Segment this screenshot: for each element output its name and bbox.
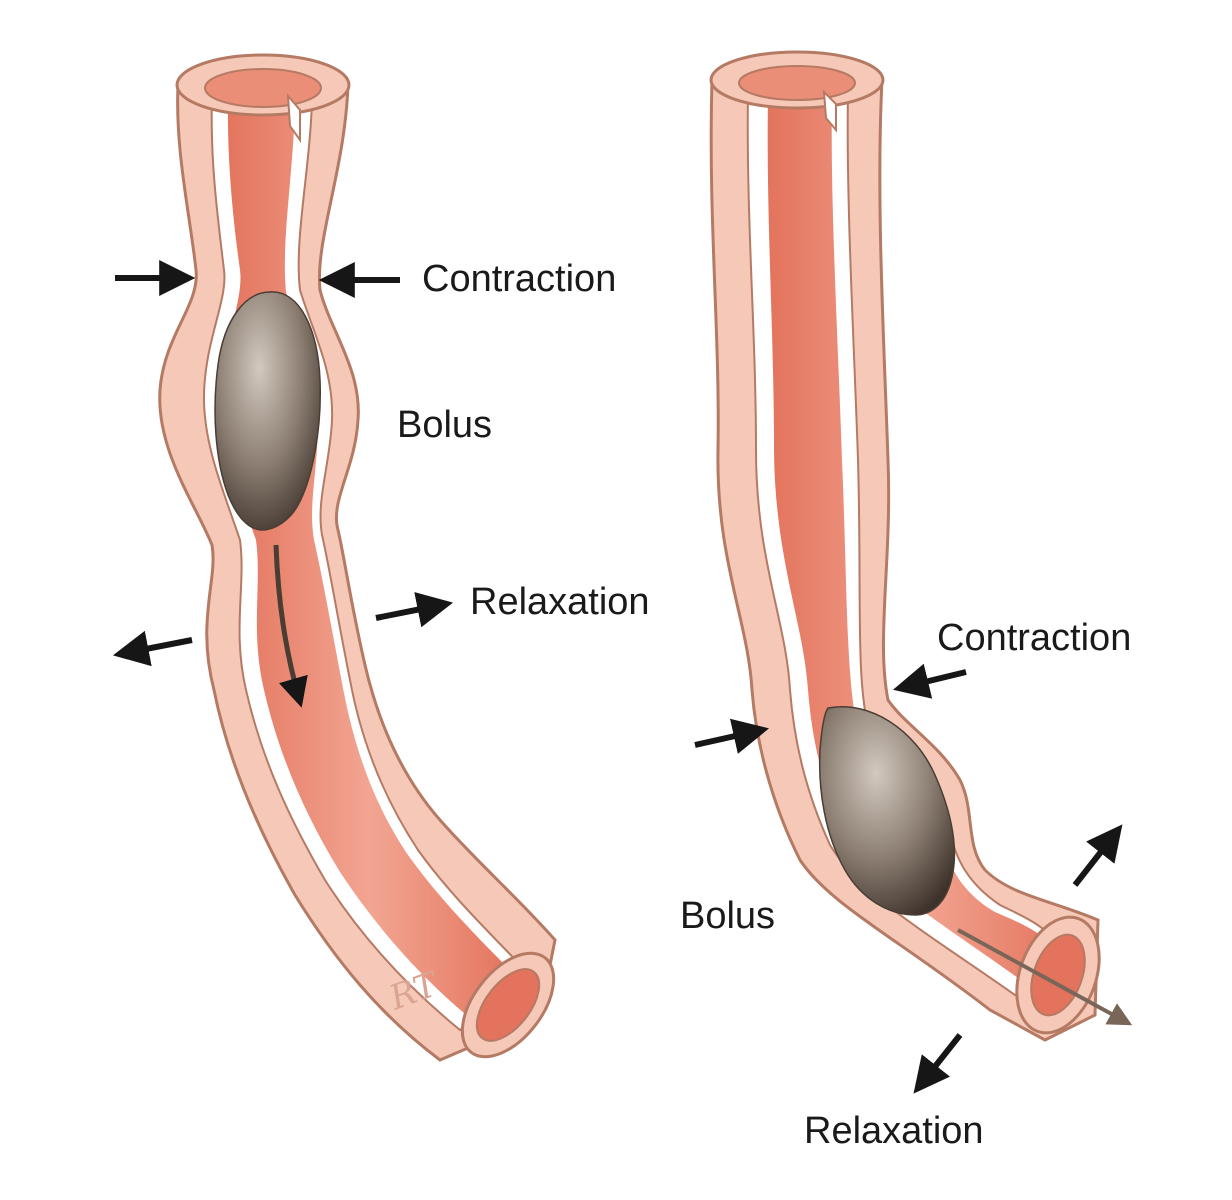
right-top-slit	[822, 89, 837, 133]
right-bolus	[818, 706, 956, 916]
right-contraction-arrow-in-right	[893, 663, 967, 699]
right-top-opening-inner	[738, 65, 856, 101]
right-contraction-arrow-in-left	[694, 718, 770, 754]
left-esophagus: RT	[158, 53, 557, 1062]
right-relaxation-arrow-out-down	[913, 1033, 963, 1094]
left-relaxation-arrow-out-right	[375, 591, 454, 628]
right-relaxation-label: Relaxation	[804, 1110, 984, 1152]
left-contraction-label: Contraction	[422, 258, 616, 300]
right-relaxation-arrow-out-up	[1072, 824, 1123, 887]
right-esophagus	[709, 50, 1133, 1042]
left-arrows	[112, 260, 454, 667]
left-relaxation-arrow-out-left	[112, 630, 193, 667]
right-bolus-label: Bolus	[680, 895, 775, 937]
right-arrows	[694, 663, 1123, 1094]
left-bolus-direction-arrow	[273, 544, 308, 708]
left-bottom-opening-inner	[475, 968, 541, 1042]
left-bolus	[214, 291, 322, 531]
right-bottom-opening-inner	[1030, 933, 1086, 1017]
left-top-opening-inner	[204, 68, 322, 108]
right-contraction-label: Contraction	[937, 617, 1131, 659]
left-relaxation-label: Relaxation	[470, 581, 650, 623]
left-top-slit	[286, 93, 301, 144]
right-bolus-direction-arrow	[957, 928, 1133, 1026]
left-bolus-label: Bolus	[397, 404, 492, 446]
